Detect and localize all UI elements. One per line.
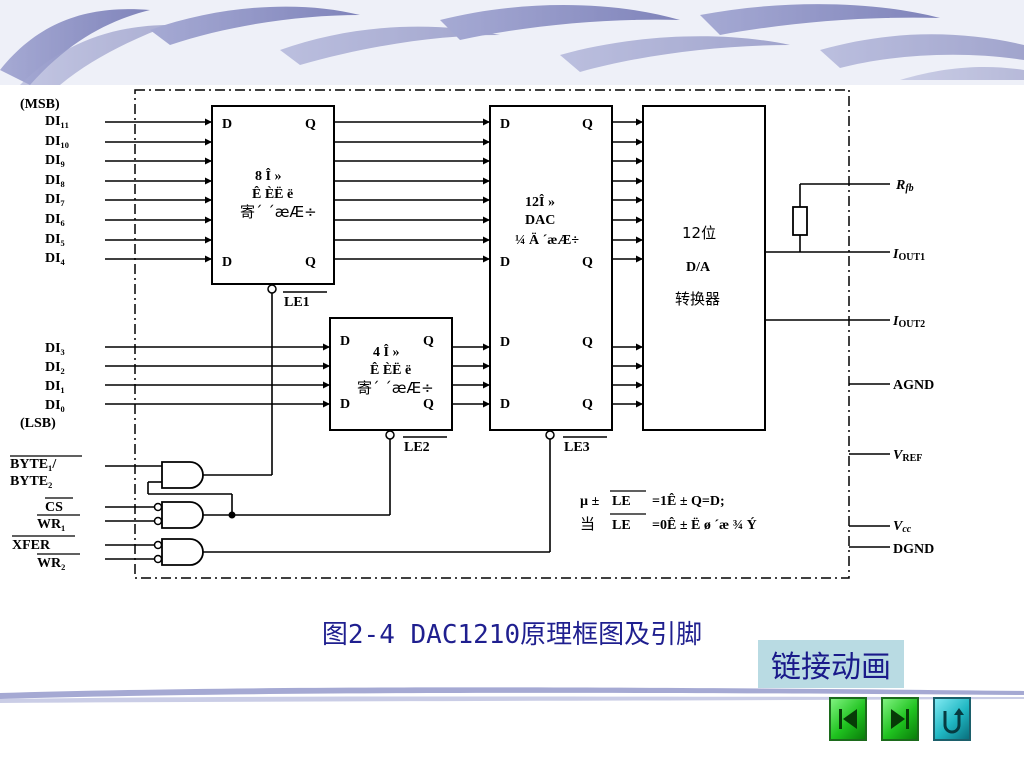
xfer-label: XFER (12, 538, 51, 553)
svg-text:Q: Q (305, 117, 316, 132)
svg-text:Ê ÈË ë: Ê ÈË ë (370, 361, 411, 378)
input-label-di5: DI₅ (45, 232, 65, 247)
wr1-label: WR₁ (37, 517, 65, 532)
and-gate-2 (105, 439, 391, 529)
input-label-di11: DI₁₁ (45, 114, 69, 129)
svg-text:=0Ê ± Ë ø ´æ ¾ Ý: =0Ê ± Ë ø ´æ ¾ Ý (652, 516, 757, 533)
input-label-di9: DI₉ (45, 153, 65, 168)
last-icon (891, 709, 909, 729)
figure-caption: 图2-4 DAC1210原理框图及引脚 (321, 620, 703, 650)
svg-text:D: D (222, 255, 232, 270)
input-label-di3: DI₃ (45, 341, 65, 356)
bottom-data-inputs: DI₃ DI₂ DI₁ DI₀ (LSB) (20, 341, 330, 431)
svg-text:LE2: LE2 (404, 440, 430, 455)
svg-text:Ê ÈË ë: Ê ÈË ë (252, 185, 293, 202)
svg-text:AGND: AGND (893, 378, 934, 393)
input-label-di0: DI₀ (45, 398, 65, 413)
latch8-output-wires (334, 118, 490, 263)
svg-text:LE: LE (612, 518, 631, 533)
svg-text:IOUT1: IOUT1 (892, 247, 925, 263)
top-data-inputs: (MSB) DI₁₁ DI₁₀ DI₉ DI₈ DI₇ DI₆ DI₅ DI₄ (20, 97, 69, 266)
return-button[interactable] (933, 697, 971, 741)
dac1210-block-diagram: (MSB) DI₁₁ DI₁₀ DI₉ DI₈ DI₇ DI₆ DI₅ DI₄ … (10, 89, 934, 579)
input-label-di1: DI₁ (45, 379, 65, 394)
svg-text:D: D (500, 335, 510, 350)
svg-text:4 Î »: 4 Î » (373, 343, 399, 360)
svg-text:Q: Q (582, 255, 593, 270)
svg-text:D: D (500, 117, 510, 132)
lsb-label: (LSB) (20, 416, 56, 431)
svg-text:DAC: DAC (525, 213, 555, 228)
wr2-label: WR₂ (37, 556, 65, 571)
svg-text:D/A: D/A (686, 260, 711, 275)
footer-swoosh (0, 687, 1024, 703)
input-label-di6: DI₆ (45, 212, 65, 227)
svg-text:转换器: 转换器 (675, 290, 720, 308)
msb-label: (MSB) (20, 97, 60, 112)
input-label-di7: DI₇ (45, 192, 65, 207)
svg-text:8 Î »: 8 Î » (255, 167, 281, 184)
input-label-di10: DI₁₀ (45, 134, 69, 149)
svg-text:Q: Q (423, 397, 434, 412)
latch-notes: µ ± LE =1Ê ± Q=D; 当 LE =0Ê ± Ë ø ´æ ¾ Ý (580, 490, 757, 533)
dac-register-output-wires (612, 118, 643, 408)
svg-text:Vcc: Vcc (893, 519, 912, 535)
le3-enable: LE3 (545, 430, 607, 455)
right-pin-labels: Rfb IOUT1 IOUT2 AGND VREF Vcc DGND (892, 178, 934, 557)
le2-enable: LE2 (385, 430, 447, 455)
svg-text:D: D (500, 255, 510, 270)
svg-text:Q: Q (582, 335, 593, 350)
first-icon (839, 709, 857, 729)
svg-text:寄´ ´æÆ÷: 寄´ ´æÆ÷ (357, 379, 434, 397)
da-converter: 12位 D/A 转换器 (642, 105, 766, 431)
return-icon (943, 708, 964, 734)
input-label-di2: DI₂ (45, 360, 65, 375)
svg-text:¼ Ä ´æÆ÷: ¼ Ä ´æÆ÷ (515, 232, 579, 248)
latch-4bit: D Q 4 Î » Ê ÈË ë 寄´ ´æÆ÷ D Q (329, 317, 453, 431)
svg-text:D: D (222, 117, 232, 132)
svg-text:IOUT2: IOUT2 (892, 314, 925, 330)
svg-text:D: D (340, 334, 350, 349)
svg-text:DGND: DGND (893, 542, 934, 557)
and-gate-1 (105, 293, 273, 515)
svg-text:Q: Q (305, 255, 316, 270)
first-slide-button[interactable] (829, 697, 867, 741)
svg-text:Q: Q (423, 334, 434, 349)
converter-outputs (765, 183, 890, 548)
byte1-label: BYTE₁/ (10, 457, 57, 472)
svg-text:D: D (340, 397, 350, 412)
svg-text:寄´ ´æÆ÷: 寄´ ´æÆ÷ (240, 203, 317, 221)
svg-text:D: D (500, 397, 510, 412)
svg-text:Q: Q (582, 397, 593, 412)
latch4-output-wires (452, 343, 490, 408)
chip-outline (134, 89, 850, 579)
svg-text:LE1: LE1 (284, 295, 310, 310)
top-input-wires (105, 118, 212, 263)
svg-text:µ ±: µ ± (580, 494, 600, 509)
svg-text:LE: LE (612, 494, 631, 509)
svg-text:Q: Q (582, 117, 593, 132)
svg-text:=1Ê ± Q=D;: =1Ê ± Q=D; (652, 492, 725, 509)
input-label-di8: DI₈ (45, 173, 65, 188)
control-input-labels: BYTE₁/ BYTE₂ CS WR₁ XFER WR₂ (10, 455, 82, 571)
cs-label: CS (45, 500, 63, 515)
byte2-label: BYTE₂ (10, 474, 52, 489)
animation-link-button[interactable]: 链接动画 (758, 640, 904, 688)
svg-text:LE3: LE3 (564, 440, 590, 455)
svg-text:当: 当 (580, 515, 595, 533)
and-gate-3 (105, 439, 551, 566)
last-slide-button[interactable] (881, 697, 919, 741)
le1-enable: LE1 (267, 284, 327, 310)
dac-register-12bit: D Q 12Î » DAC ¼ Ä ´æÆ÷ D Q D Q D Q (489, 105, 613, 431)
svg-text:12位: 12位 (682, 224, 716, 242)
svg-text:VREF: VREF (893, 448, 922, 464)
svg-text:12Î »: 12Î » (525, 193, 555, 210)
input-label-di4: DI₄ (45, 251, 66, 266)
svg-text:Rfb: Rfb (895, 178, 914, 194)
latch-8bit: D Q 8 Î » Ê ÈË ë 寄´ ´æÆ÷ D Q (211, 105, 335, 285)
